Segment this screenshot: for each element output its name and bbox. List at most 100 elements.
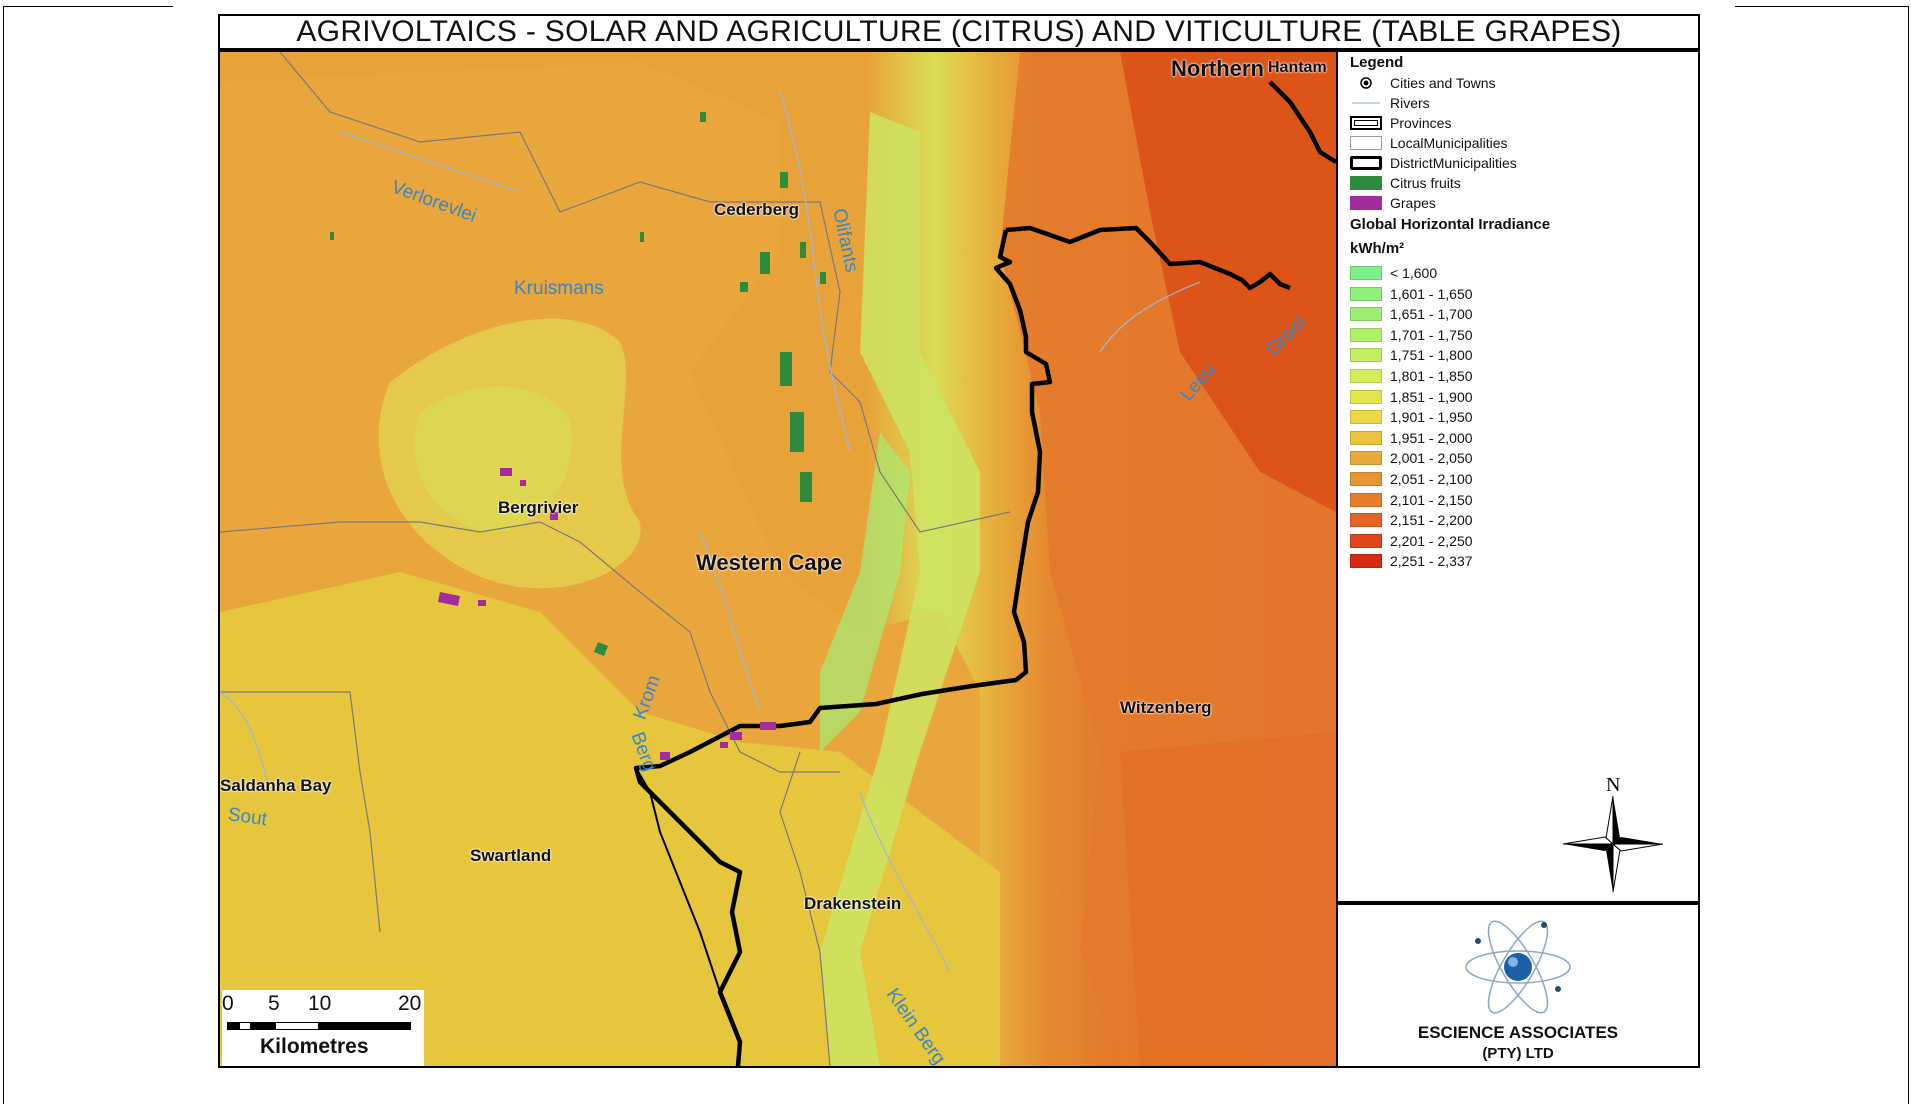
river-lines <box>220 91 1201 973</box>
place-label-hantam: Hantam <box>1268 59 1327 76</box>
legend-item-provinces: Provinces <box>1350 114 1451 132</box>
map-panel[interactable]: Northern Hantam Cederberg Bergrivier Wes… <box>218 50 1338 1068</box>
city-dot-icon <box>1350 76 1382 90</box>
ghi-class-label: < 1,600 <box>1390 265 1438 281</box>
ghi-class-label: 1,901 - 1,950 <box>1390 409 1473 426</box>
ghi-class-swatch <box>1350 533 1382 548</box>
legend-item-citrus: Citrus fruits <box>1350 174 1461 192</box>
ghi-class-label: 1,601 - 1,650 <box>1390 285 1473 302</box>
ghi-class-label: 2,251 - 2,337 <box>1390 553 1473 570</box>
scale-unit-label: Kilometres <box>260 1035 369 1058</box>
place-label-bergrivier: Bergrivier <box>498 498 579 517</box>
ghi-class-row: < 1,600 <box>1350 264 1437 282</box>
ghi-class-swatch <box>1350 307 1382 322</box>
ghi-class-label: 1,801 - 1,850 <box>1390 368 1473 384</box>
irradiance-red-zone <box>1120 52 1336 512</box>
ghi-class-swatch <box>1350 410 1382 425</box>
ghi-class-label: 1,851 - 1,900 <box>1390 388 1473 405</box>
page-frame <box>3 6 1909 1104</box>
legend-item-grapes: Grapes <box>1350 194 1436 212</box>
ghi-class-row: 2,151 - 2,200 <box>1350 511 1473 529</box>
place-label-northern: Northern <box>1171 56 1264 81</box>
irradiance-light-band <box>820 432 910 752</box>
scale-bar: 0 5 10 20 Kilometres <box>222 990 424 1066</box>
ghi-class-row: 1,751 - 1,800 <box>1350 346 1473 364</box>
ghi-class-swatch <box>1350 513 1382 528</box>
ghi-class-swatch <box>1350 389 1382 404</box>
scale-tick-10: 10 <box>308 992 332 1015</box>
company-suffix: (PTY) LTD <box>1482 1045 1554 1062</box>
ghi-class-swatch <box>1350 348 1382 363</box>
ghi-class-label: 2,201 - 2,250 <box>1390 532 1473 549</box>
district-boundary-line[interactable] <box>633 229 1053 1066</box>
ghi-class-label: 1,701 - 1,750 <box>1390 326 1473 343</box>
ghi-class-label: 1,751 - 1,800 <box>1390 347 1473 364</box>
province-boundary-line <box>635 151 1336 993</box>
ghi-class-swatch <box>1350 472 1382 486</box>
scale-segment <box>251 1022 275 1030</box>
ghi-class-label: 2,151 - 2,200 <box>1390 512 1473 529</box>
irradiance-map[interactable] <box>220 52 1336 1066</box>
scale-tick-5: 5 <box>268 992 280 1015</box>
place-label-swartland: Swartland <box>470 846 552 865</box>
legend-item-local-municipalities: LocalMunicipalities <box>1350 134 1508 152</box>
province-box-icon <box>1350 116 1382 130</box>
legend-title: Legend <box>1350 54 1404 71</box>
legend-item-district-municipalities: DistrictMunicipalities <box>1350 154 1517 172</box>
place-label-witzenberg: Witzenberg <box>1120 698 1212 717</box>
ghi-legend-title: Global Horizontal Irradiance <box>1350 216 1551 233</box>
ghi-class-swatch <box>1350 286 1382 301</box>
ghi-class-label: 1,951 - 2,000 <box>1390 429 1473 446</box>
north-label: N <box>1606 774 1621 796</box>
ghi-class-row: 1,601 - 1,650 <box>1350 285 1473 303</box>
scale-segment <box>227 1022 239 1030</box>
ghi-class-label: 2,101 - 2,150 <box>1390 491 1473 508</box>
ghi-class-swatch <box>1350 369 1382 383</box>
citrus-fill-icon <box>1350 176 1382 190</box>
scale-segment <box>275 1022 319 1030</box>
logo-panel: ESCIENCE ASSOCIATES (PTY) LTD <box>1338 903 1700 1068</box>
map-title: AGRIVOLTAICS - SOLAR AND AGRICULTURE (CI… <box>218 14 1700 50</box>
scale-segment <box>239 1022 251 1030</box>
ghi-class-swatch <box>1350 492 1382 507</box>
ghi-class-label: 1,651 - 1,700 <box>1390 306 1473 323</box>
district-municipality-box-icon <box>1350 156 1382 170</box>
grapes-fill-icon <box>1350 196 1382 210</box>
ghi-class-label: 2,001 - 2,050 <box>1390 450 1473 467</box>
ghi-class-row: 1,701 - 1,750 <box>1350 326 1473 344</box>
ghi-class-swatch <box>1350 266 1382 280</box>
ghi-class-row: 1,951 - 2,000 <box>1350 429 1473 447</box>
place-label-cederberg: Cederberg <box>714 200 800 219</box>
ghi-class-row: 2,001 - 2,050 <box>1350 449 1473 467</box>
ghi-class-row: 2,101 - 2,150 <box>1350 491 1473 509</box>
ghi-class-swatch <box>1350 554 1382 569</box>
north-arrow: N <box>1558 774 1668 892</box>
atom-logo-icon <box>1465 920 1571 1014</box>
ghi-class-row: 2,251 - 2,337 <box>1350 552 1473 570</box>
local-municipality-boundaries <box>220 52 1011 1066</box>
river-line-icon <box>1350 96 1382 110</box>
top-rule-right <box>1735 6 1909 7</box>
irradiance-southeast-zone <box>1120 732 1336 1066</box>
place-label-drakenstein: Drakenstein <box>804 894 902 913</box>
ghi-legend-unit: kWh/m² <box>1350 240 1405 257</box>
place-label-western-cape: Western Cape <box>696 550 843 575</box>
scale-tick-20: 20 <box>398 992 422 1015</box>
irradiance-green-band <box>820 112 980 1066</box>
ghi-class-swatch <box>1350 327 1382 342</box>
ghi-class-row: 1,851 - 1,900 <box>1350 388 1473 406</box>
ghi-class-row: 1,651 - 1,700 <box>1350 305 1473 323</box>
ghi-class-swatch <box>1350 451 1382 466</box>
company-name: ESCIENCE ASSOCIATES <box>1417 1023 1619 1042</box>
ghi-class-swatch <box>1350 430 1382 445</box>
river-label-kruismans: Kruismans <box>514 278 604 299</box>
ghi-class-row: 1,801 - 1,850 <box>1350 367 1473 385</box>
legend-item-rivers: Rivers <box>1350 94 1430 112</box>
ghi-class-label: 2,051 - 2,100 <box>1390 471 1473 487</box>
place-label-saldanha-bay: Saldanha Bay <box>220 776 332 795</box>
scale-tick-0: 0 <box>222 992 234 1015</box>
local-municipality-box-icon <box>1350 136 1382 150</box>
top-rule-left <box>3 6 173 7</box>
ghi-class-row: 2,201 - 2,250 <box>1350 532 1473 550</box>
ghi-class-row: 1,901 - 1,950 <box>1350 408 1473 426</box>
